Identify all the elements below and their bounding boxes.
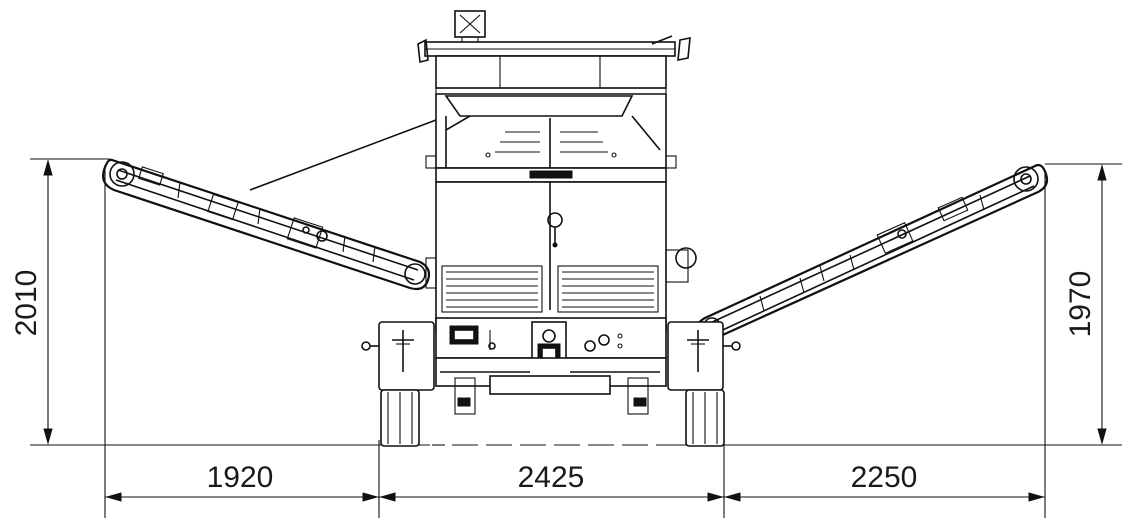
right-height-arrow-bottom [1097, 428, 1107, 445]
right-height-arrow-top [1097, 164, 1107, 181]
dim-right-span: 2250 [851, 461, 918, 494]
arrow-2425-left [379, 492, 396, 502]
left-grille [441, 265, 543, 313]
dim-right-height: 1970 [1064, 271, 1097, 338]
arrow-1920-left [105, 492, 122, 502]
dim-left-height: 2010 [10, 270, 43, 337]
arrow-2250-right [1028, 492, 1045, 502]
left-height-arrow-bottom [43, 428, 53, 445]
right-conveyor [695, 163, 1049, 342]
left-wheel-assembly [361, 321, 435, 447]
arrow-2425-right [707, 492, 724, 502]
dim-center-span: 2425 [518, 461, 585, 494]
arrow-2250-left [724, 492, 741, 502]
left-height-arrow-top [43, 159, 53, 176]
right-grille [557, 265, 659, 313]
arrow-1920-right [362, 492, 379, 502]
right-wheel-assembly [667, 321, 741, 447]
ground-dashes [430, 443, 680, 447]
dimension-lines [30, 158, 1122, 518]
machine-body [417, 10, 697, 415]
dim-left-span: 1920 [207, 461, 274, 494]
left-conveyor [102, 119, 437, 291]
